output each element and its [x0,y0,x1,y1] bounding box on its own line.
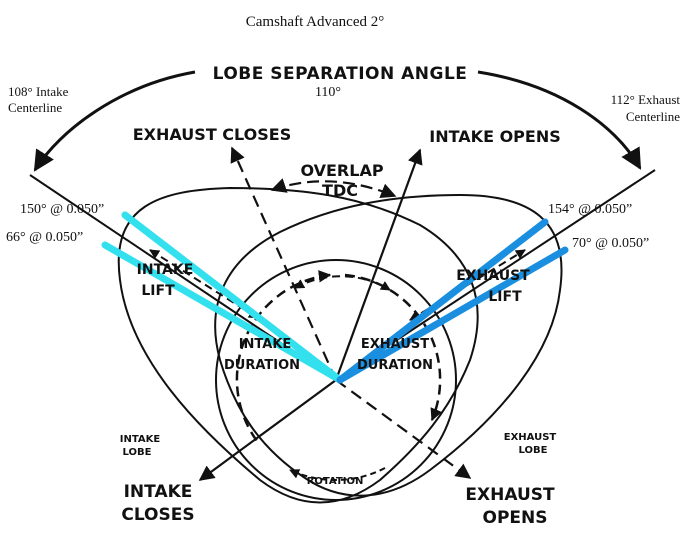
intake-lift-label-2: LIFT [141,283,175,299]
intake-centerline-label: 108° Intake [8,84,69,99]
exhaust-closes-label: EXHAUST CLOSES [133,125,292,144]
exhaust-lobe-label: EXHAUST [504,432,557,443]
exhaust-duration-arc [344,273,443,422]
exhaust-lobe-outline [214,193,563,497]
exhaust-opens-line [335,379,472,479]
diagram-title: Camshaft Advanced 2° [246,14,384,30]
intake-centerline-label-2: Centerline [8,100,62,115]
exhaust-70-annotation: 70° @ 0.050” [572,236,649,251]
base-circle [215,259,457,501]
intake-lift-label: INTAKE [137,262,194,278]
overlap-bracket [270,178,397,199]
intake-duration-label-2: DURATION [224,358,300,373]
intake-duration-label: INTAKE [239,337,292,352]
exhaust-duration-label: EXHAUST [361,337,429,352]
exhaust-lift-label: EXHAUST [456,268,530,284]
rotation-arc [289,467,386,482]
exhaust-154-highlight [336,218,549,384]
intake-150-annotation: 150° @ 0.050” [20,202,104,217]
exhaust-centerline-label: 112° Exhaust [611,92,681,107]
exhaust-opens-label: EXHAUST [465,485,555,505]
intake-closes-label-2: CLOSES [121,505,194,525]
intake-66-annotation: 66° @ 0.050” [6,230,83,245]
intake-lobe-outline [117,186,479,504]
intake-closes-label: INTAKE [124,482,193,502]
lobe-separation-arc-right [477,70,642,170]
lobe-separation-value: 110° [315,85,341,100]
intake-closes-line [198,379,337,481]
exhaust-70-highlight [336,246,569,384]
intake-opens-label: INTAKE OPENS [429,127,560,146]
intake-opens-line [334,148,423,381]
exhaust-opens-label-2: OPENS [483,508,548,528]
lobe-separation-arc [33,70,196,172]
exhaust-154-annotation: 154° @ 0.050” [548,202,632,217]
intake-66-highlight [101,241,344,384]
intake-lobe-label: INTAKE [120,434,161,445]
intake-lobe-label-2: LOBE [123,447,152,458]
exhaust-duration-label-2: DURATION [357,358,433,373]
exhaust-lobe-label-2: LOBE [519,445,548,456]
overlap-label: OVERLAP [300,161,383,180]
tdc-label: TDC [322,181,358,200]
rotation-label: ROTATION [307,476,364,487]
lobe-separation-label: LOBE SEPARATION ANGLE [213,64,468,84]
exhaust-closes-line [230,146,338,381]
exhaust-lift-label-2: LIFT [488,289,522,305]
exhaust-centerline-label-2: Centerline [626,109,680,124]
intake-150-highlight [121,211,344,384]
